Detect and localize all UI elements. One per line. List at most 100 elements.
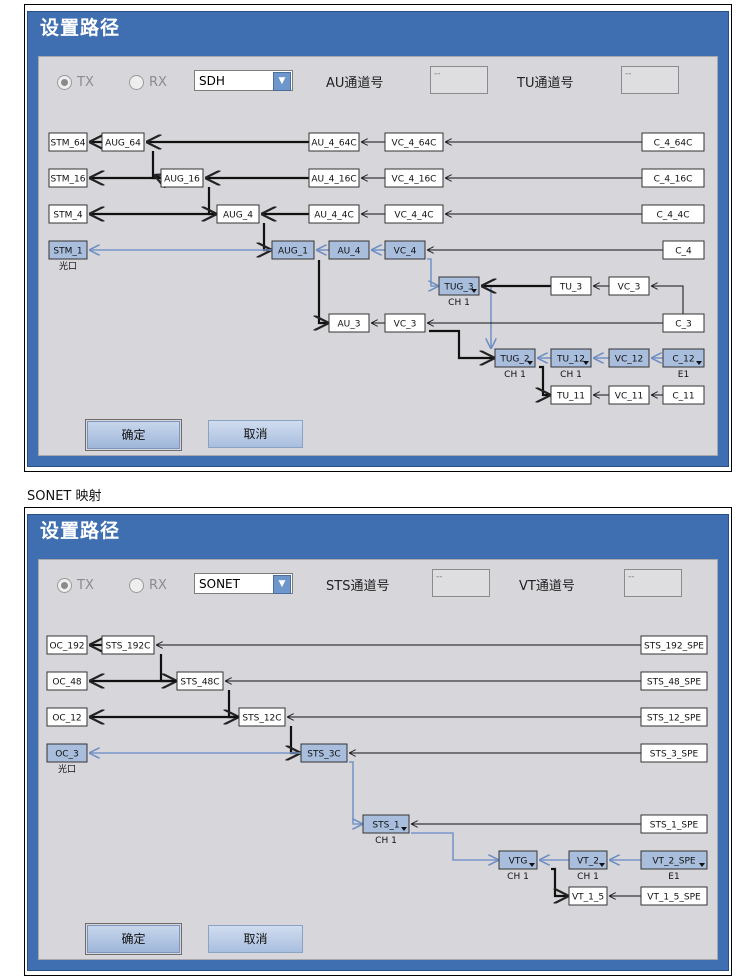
node-box[interactable] bbox=[216, 204, 260, 224]
node-c-4-16c[interactable]: C_4_16C bbox=[641, 168, 705, 188]
dropdown-triangle-icon[interactable] bbox=[583, 361, 589, 365]
sdh-radio-rx[interactable]: RX bbox=[129, 75, 167, 90]
node-box[interactable] bbox=[640, 850, 708, 870]
node-box[interactable] bbox=[328, 313, 370, 333]
node-box[interactable] bbox=[46, 671, 88, 691]
node-vc-4-4c[interactable]: VC_4_4C bbox=[384, 204, 444, 224]
node-au-3[interactable]: AU_3 bbox=[328, 313, 370, 333]
node-au-4[interactable]: AU_4 bbox=[328, 240, 370, 260]
node-box[interactable] bbox=[662, 313, 705, 333]
sdh-mode-select[interactable]: SDH ▼ bbox=[194, 70, 293, 91]
sonet-cancel-button[interactable]: 取消 bbox=[208, 925, 303, 953]
node-box[interactable] bbox=[550, 348, 592, 368]
node-sts-1-spe[interactable]: STS_1_SPE bbox=[640, 814, 708, 834]
node-box[interactable] bbox=[384, 168, 444, 188]
node-box[interactable] bbox=[640, 671, 708, 691]
node-box[interactable] bbox=[640, 886, 708, 906]
node-box[interactable] bbox=[308, 168, 360, 188]
node-c-4-64c[interactable]: C_4_64C bbox=[641, 132, 705, 152]
node-vt-1-5[interactable]: VT_1_5 bbox=[568, 886, 608, 906]
node-box[interactable] bbox=[384, 313, 426, 333]
node-stm-64[interactable]: STM_64 bbox=[48, 132, 88, 152]
dropdown-triangle-icon[interactable] bbox=[529, 863, 535, 867]
node-box[interactable] bbox=[46, 635, 88, 655]
sdh-radio-tx[interactable]: TX bbox=[57, 75, 94, 90]
node-aug-16[interactable]: AUG_16 bbox=[160, 168, 204, 188]
node-aug-64[interactable]: AUG_64 bbox=[101, 132, 145, 152]
node-box[interactable] bbox=[271, 240, 315, 260]
sonet-sts-channel-field[interactable]: -- bbox=[432, 569, 490, 597]
node-c-4-4c[interactable]: C_4_4C bbox=[641, 204, 705, 224]
node-box[interactable] bbox=[160, 168, 204, 188]
node-box[interactable] bbox=[640, 635, 708, 655]
node-tu-11[interactable]: TU_11 bbox=[550, 385, 592, 405]
node-box[interactable] bbox=[328, 240, 370, 260]
node-c-4[interactable]: C_4 bbox=[662, 240, 705, 260]
node-stm-4[interactable]: STM_4 bbox=[48, 204, 88, 224]
node-vc-12[interactable]: VC_12 bbox=[608, 348, 650, 368]
node-sts-12c[interactable]: STS_12C bbox=[238, 707, 286, 727]
node-tug-3[interactable]: TUG_3CH 1 bbox=[438, 276, 480, 308]
node-box[interactable] bbox=[498, 850, 538, 870]
node-box[interactable] bbox=[300, 743, 348, 763]
sonet-vt-channel-field[interactable]: -- bbox=[624, 569, 682, 597]
node-box[interactable] bbox=[608, 348, 650, 368]
node-box[interactable] bbox=[568, 886, 608, 906]
dropdown-triangle-icon[interactable] bbox=[699, 863, 705, 867]
node-sts-48c[interactable]: STS_48C bbox=[176, 671, 224, 691]
node-vc-4-64c[interactable]: VC_4_64C bbox=[384, 132, 444, 152]
node-oc-12[interactable]: OC_12 bbox=[46, 707, 88, 727]
node-au-4-64c[interactable]: AU_4_64C bbox=[308, 132, 360, 152]
node-box[interactable] bbox=[641, 168, 705, 188]
node-box[interactable] bbox=[641, 204, 705, 224]
node-box[interactable] bbox=[640, 707, 708, 727]
node-box[interactable] bbox=[308, 204, 360, 224]
node-sts-3c[interactable]: STS_3C bbox=[300, 743, 348, 763]
dropdown-triangle-icon[interactable] bbox=[471, 289, 477, 293]
node-box[interactable] bbox=[238, 707, 286, 727]
node-oc-48[interactable]: OC_48 bbox=[46, 671, 88, 691]
node-box[interactable] bbox=[662, 348, 705, 368]
dropdown-triangle-icon[interactable] bbox=[527, 361, 533, 365]
node-sts-192c[interactable]: STS_192C bbox=[101, 635, 155, 655]
node-box[interactable] bbox=[46, 743, 88, 763]
dropdown-triangle-icon[interactable] bbox=[696, 361, 702, 365]
node-box[interactable] bbox=[550, 385, 592, 405]
node-box[interactable] bbox=[46, 707, 88, 727]
node-box[interactable] bbox=[640, 743, 708, 763]
node-box[interactable] bbox=[640, 814, 708, 834]
node-vc-4-16c[interactable]: VC_4_16C bbox=[384, 168, 444, 188]
node-c-11[interactable]: C_11 bbox=[662, 385, 705, 405]
node-box[interactable] bbox=[608, 276, 650, 296]
node-box[interactable] bbox=[641, 132, 705, 152]
node-box[interactable] bbox=[384, 132, 444, 152]
node-oc-3[interactable]: OC_3光口 bbox=[46, 743, 88, 775]
node-box[interactable] bbox=[362, 814, 410, 834]
node-box[interactable] bbox=[48, 240, 88, 260]
node-sts-192-spe[interactable]: STS_192_SPE bbox=[640, 635, 708, 655]
node-stm-1[interactable]: STM_1光口 bbox=[48, 240, 88, 272]
node-vc-3a[interactable]: VC_3 bbox=[608, 276, 650, 296]
sonet-radio-rx[interactable]: RX bbox=[129, 578, 167, 593]
node-stm-16[interactable]: STM_16 bbox=[48, 168, 88, 188]
node-box[interactable] bbox=[550, 276, 592, 296]
dropdown-triangle-icon[interactable] bbox=[401, 827, 407, 831]
node-box[interactable] bbox=[48, 168, 88, 188]
dropdown-triangle-icon[interactable] bbox=[599, 863, 605, 867]
node-au-4-4c[interactable]: AU_4_4C bbox=[308, 204, 360, 224]
node-box[interactable] bbox=[384, 240, 426, 260]
node-aug-1[interactable]: AUG_1 bbox=[271, 240, 315, 260]
node-c-3[interactable]: C_3 bbox=[662, 313, 705, 333]
node-sts-48-spe[interactable]: STS_48_SPE bbox=[640, 671, 708, 691]
sonet-mode-select[interactable]: SONET ▼ bbox=[194, 573, 293, 594]
node-au-4-16c[interactable]: AU_4_16C bbox=[308, 168, 360, 188]
node-box[interactable] bbox=[662, 240, 705, 260]
node-box[interactable] bbox=[48, 204, 88, 224]
node-box[interactable] bbox=[48, 132, 88, 152]
chevron-down-icon[interactable]: ▼ bbox=[273, 72, 291, 91]
node-sts-3-spe[interactable]: STS_3_SPE bbox=[640, 743, 708, 763]
node-box[interactable] bbox=[608, 385, 650, 405]
node-box[interactable] bbox=[568, 850, 608, 870]
